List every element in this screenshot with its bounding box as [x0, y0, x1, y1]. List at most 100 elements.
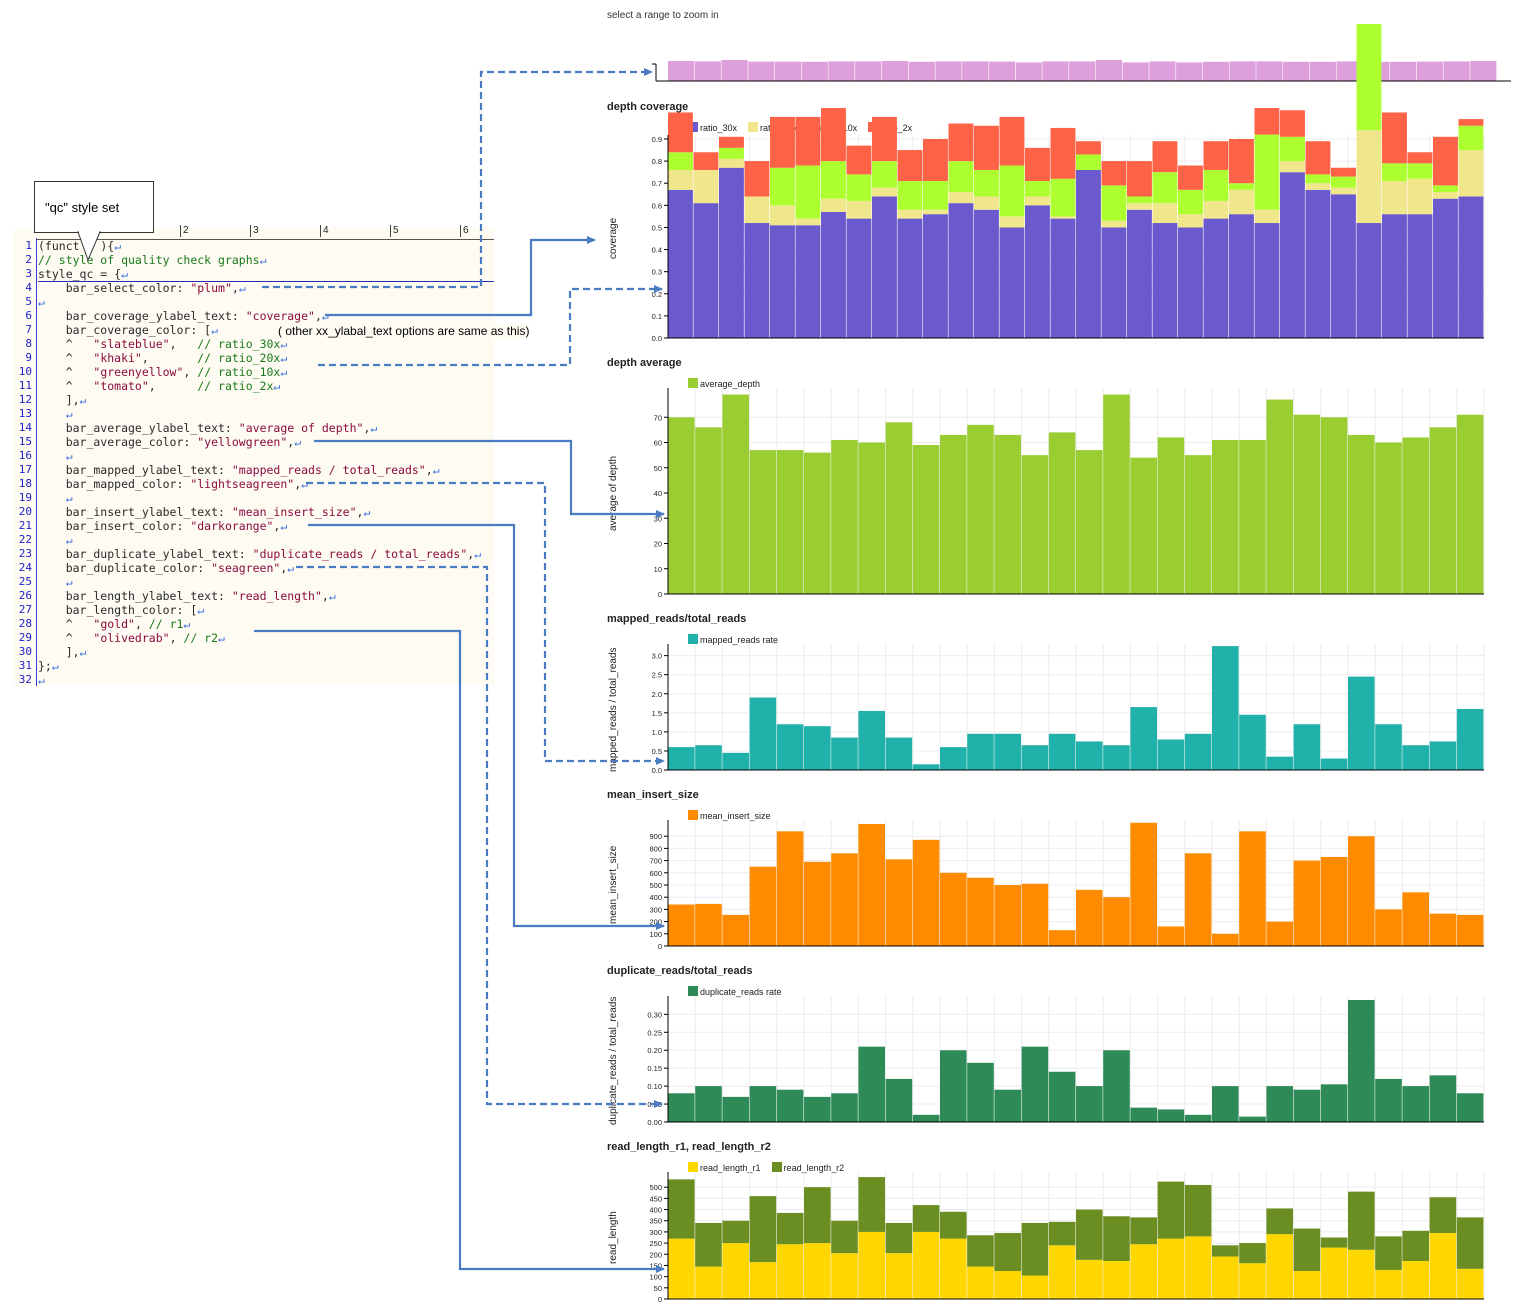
bar-average[interactable] [967, 424, 994, 594]
bar-select[interactable] [748, 61, 775, 81]
bar-coverage[interactable] [693, 169, 719, 204]
bar-average[interactable] [749, 450, 777, 594]
bar-insert[interactable] [749, 866, 777, 946]
bar-length[interactable] [1320, 1237, 1348, 1248]
bar-coverage[interactable] [897, 218, 923, 338]
bar-average[interactable] [668, 417, 695, 594]
code-line[interactable]: ↵ [38, 295, 45, 309]
bar-coverage[interactable] [999, 165, 1025, 217]
bar-coverage[interactable] [795, 225, 821, 338]
bar-coverage[interactable] [1331, 187, 1356, 195]
code-line[interactable]: ],↵ [38, 645, 87, 659]
bar-duplicate[interactable] [940, 1050, 967, 1122]
bar-average[interactable] [776, 450, 804, 594]
bar-coverage[interactable] [1050, 216, 1076, 219]
code-line[interactable]: ↵ [38, 491, 73, 505]
bar-average[interactable] [1157, 437, 1185, 594]
bar-select[interactable] [774, 61, 802, 81]
bar-average[interactable] [1375, 442, 1402, 595]
bar-insert[interactable] [994, 885, 1021, 946]
code-line[interactable]: bar_average_ylabel_text: "average of dep… [38, 421, 378, 435]
bar-coverage[interactable] [872, 196, 897, 338]
bar-mapped[interactable] [1048, 733, 1076, 770]
bar-select[interactable] [962, 61, 989, 81]
bar-length[interactable] [1103, 1216, 1130, 1261]
bar-mapped[interactable] [940, 747, 967, 771]
bar-coverage[interactable] [1203, 141, 1229, 170]
bar-length[interactable] [1184, 1184, 1212, 1237]
bar-average[interactable] [1076, 450, 1103, 594]
bar-length[interactable] [1348, 1191, 1375, 1250]
bar-coverage[interactable] [1203, 169, 1229, 201]
bar-length[interactable] [967, 1235, 994, 1267]
bar-average[interactable] [858, 442, 885, 595]
bar-average[interactable] [1320, 417, 1348, 594]
bar-coverage[interactable] [1127, 196, 1152, 204]
bar-length[interactable] [1293, 1228, 1321, 1272]
bar-length[interactable] [912, 1205, 940, 1232]
bar-length[interactable] [1402, 1260, 1429, 1299]
code-line[interactable]: bar_coverage_color: [↵ [38, 323, 218, 337]
bar-mapped[interactable] [858, 710, 885, 770]
bar-mapped[interactable] [1184, 733, 1212, 770]
bar-average[interactable] [831, 439, 858, 594]
bar-coverage[interactable] [1458, 119, 1484, 126]
bar-select[interactable] [1149, 61, 1176, 81]
bar-length[interactable] [1266, 1234, 1293, 1299]
bar-length[interactable] [668, 1238, 695, 1299]
bar-coverage[interactable] [821, 211, 846, 338]
code-line[interactable]: ↵ [38, 407, 73, 421]
bar-length[interactable] [1048, 1245, 1076, 1299]
bar-length[interactable] [1239, 1263, 1266, 1299]
bar-mapped[interactable] [1212, 646, 1239, 770]
bar-length[interactable] [804, 1187, 831, 1244]
bar-select[interactable] [1202, 61, 1229, 81]
bar-average[interactable] [1184, 455, 1212, 595]
bar-insert[interactable] [967, 877, 994, 946]
bar-coverage[interactable] [1127, 203, 1152, 210]
bar-coverage[interactable] [1382, 214, 1407, 338]
bar-duplicate[interactable] [1402, 1086, 1429, 1122]
bar-length[interactable] [1293, 1271, 1321, 1299]
bar-select[interactable] [828, 61, 855, 81]
bar-coverage[interactable] [1433, 192, 1458, 199]
code-line[interactable]: bar_average_color: "yellowgreen",↵ [38, 435, 301, 449]
bar-length[interactable] [776, 1244, 804, 1299]
bar-coverage[interactable] [1280, 136, 1305, 162]
bar-coverage[interactable] [1254, 108, 1280, 135]
bar-coverage[interactable] [1178, 227, 1203, 338]
bar-mapped[interactable] [1375, 724, 1402, 770]
bar-select[interactable] [935, 61, 962, 81]
bar-coverage[interactable] [1254, 223, 1280, 338]
bar-duplicate[interactable] [1239, 1116, 1266, 1122]
bar-length[interactable] [858, 1231, 885, 1299]
bar-coverage[interactable] [999, 116, 1025, 166]
bar-coverage[interactable] [1152, 172, 1178, 204]
code-line[interactable]: bar_mapped_color: "lightseagreen",↵ [38, 477, 308, 491]
bar-length[interactable] [1076, 1259, 1103, 1299]
bar-coverage[interactable] [846, 145, 872, 175]
bar-coverage[interactable] [1127, 161, 1152, 197]
bar-coverage[interactable] [1407, 178, 1433, 215]
bar-coverage[interactable] [1101, 220, 1127, 228]
bar-coverage[interactable] [795, 116, 821, 166]
bar-coverage[interactable] [1076, 154, 1101, 170]
bar-insert[interactable] [1429, 913, 1457, 946]
bar-length[interactable] [1130, 1217, 1157, 1245]
bar-coverage[interactable] [1458, 125, 1484, 151]
bar-coverage[interactable] [1050, 218, 1076, 338]
bar-insert[interactable] [722, 914, 749, 946]
bar-select[interactable] [1470, 61, 1497, 81]
bar-duplicate[interactable] [1456, 1093, 1484, 1122]
bar-mapped[interactable] [1456, 709, 1484, 770]
bar-mapped[interactable] [749, 697, 777, 770]
bar-insert[interactable] [1402, 892, 1429, 946]
bar-coverage[interactable] [1101, 161, 1127, 186]
legend-item[interactable]: mean_insert_size [688, 810, 771, 821]
bar-coverage[interactable] [923, 214, 948, 338]
bar-coverage[interactable] [1407, 214, 1433, 338]
bar-select[interactable] [694, 61, 721, 81]
bar-coverage[interactable] [1178, 189, 1203, 215]
